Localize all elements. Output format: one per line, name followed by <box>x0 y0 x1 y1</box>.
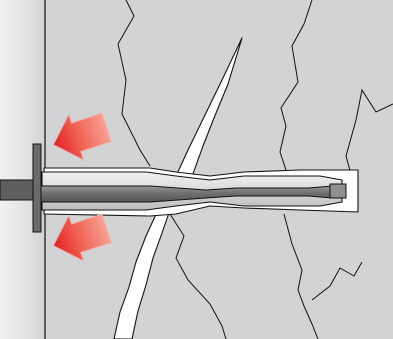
crack-line-left <box>117 0 151 167</box>
crack-line-bottom-branch <box>311 261 363 301</box>
arrow-left-icon <box>52 213 112 263</box>
anchor-cone <box>329 183 347 199</box>
crack-line-bottom-right <box>283 213 319 339</box>
crack-lower <box>113 209 171 339</box>
crack-line-right <box>279 0 313 183</box>
crack-line-far-right <box>345 88 393 179</box>
crack-line-bottom-left <box>169 213 227 339</box>
arrow-left-icon <box>52 112 112 162</box>
anchor-washer <box>32 143 42 233</box>
